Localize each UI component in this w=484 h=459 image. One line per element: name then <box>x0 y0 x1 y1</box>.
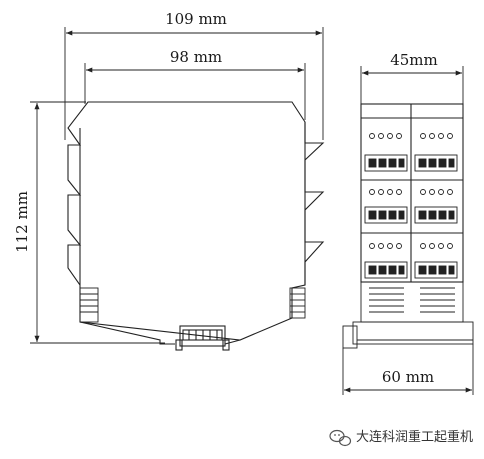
terminal-group-bottom <box>364 243 458 279</box>
watermark: 大连科润重工起重机 <box>329 429 473 447</box>
left-grip-ribs <box>79 287 99 323</box>
body-width-label: 98 mm <box>170 48 222 66</box>
side-view <box>67 101 325 351</box>
side-view-outline <box>67 101 325 341</box>
watermark-text: 大连科润重工起重机 <box>356 429 473 445</box>
front-dimensions <box>342 66 474 395</box>
depth-top-label: 45mm <box>390 51 438 69</box>
bus-connector <box>175 325 230 351</box>
side-dimensions <box>30 27 324 344</box>
overall-width-label: 109 mm <box>165 10 227 28</box>
right-grip-ribs <box>289 287 306 319</box>
depth-bottom-label: 60 mm <box>382 368 434 386</box>
height-label: 112 mm <box>13 191 31 253</box>
terminal-group-top <box>364 133 458 172</box>
terminal-group-middle <box>364 189 458 224</box>
front-base <box>342 281 474 349</box>
wechat-logo-icon <box>329 429 352 447</box>
front-view <box>342 103 474 349</box>
